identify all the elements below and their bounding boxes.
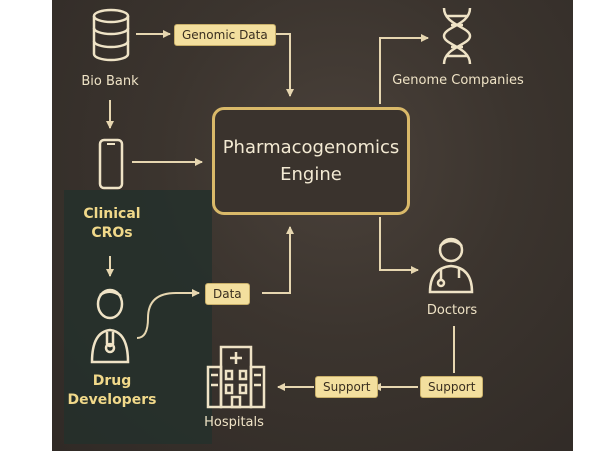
connectors xyxy=(106,30,455,391)
arrow-drug-to-data xyxy=(136,289,200,339)
data-tag: Data xyxy=(205,283,250,305)
database-icon xyxy=(92,8,130,62)
arrow-engine-to-doctors xyxy=(379,217,419,274)
drug-developers-text: Drug Developers xyxy=(67,373,157,408)
clinical-cros-text: Clinical CROs xyxy=(83,206,141,241)
clinical-cros-label: Clinical CROs xyxy=(52,205,172,243)
doctor-icon xyxy=(428,237,474,294)
dna-icon xyxy=(442,7,472,65)
diagram-canvas: Pharmacogenomics Engine Genomic Data Dat… xyxy=(52,0,573,451)
arrow-tag-to-engine xyxy=(270,33,294,97)
person-icon xyxy=(90,288,130,364)
engine-title-line1: Pharmacogenomics xyxy=(222,137,400,158)
drug-developers-label: Drug Developers xyxy=(52,372,172,410)
genomic-data-tag: Genomic Data xyxy=(174,24,276,46)
support-tag-left: Support xyxy=(315,376,379,398)
pharmacogenomics-engine: Pharmacogenomics Engine xyxy=(212,107,410,215)
bio-bank-label: Bio Bank xyxy=(81,74,139,89)
highlight-panel xyxy=(64,190,212,444)
arrow-data-to-engine xyxy=(262,226,294,294)
arrow-engine-to-genome xyxy=(379,34,429,104)
support-tag-right: Support xyxy=(420,376,484,398)
genome-companies-label: Genome Companies xyxy=(392,73,524,88)
phone-icon xyxy=(98,138,124,190)
doctors-label: Doctors xyxy=(426,303,478,318)
engine-title-line2: Engine xyxy=(280,164,342,185)
hospitals-label: Hospitals xyxy=(204,415,264,430)
hospital-icon xyxy=(206,345,266,409)
